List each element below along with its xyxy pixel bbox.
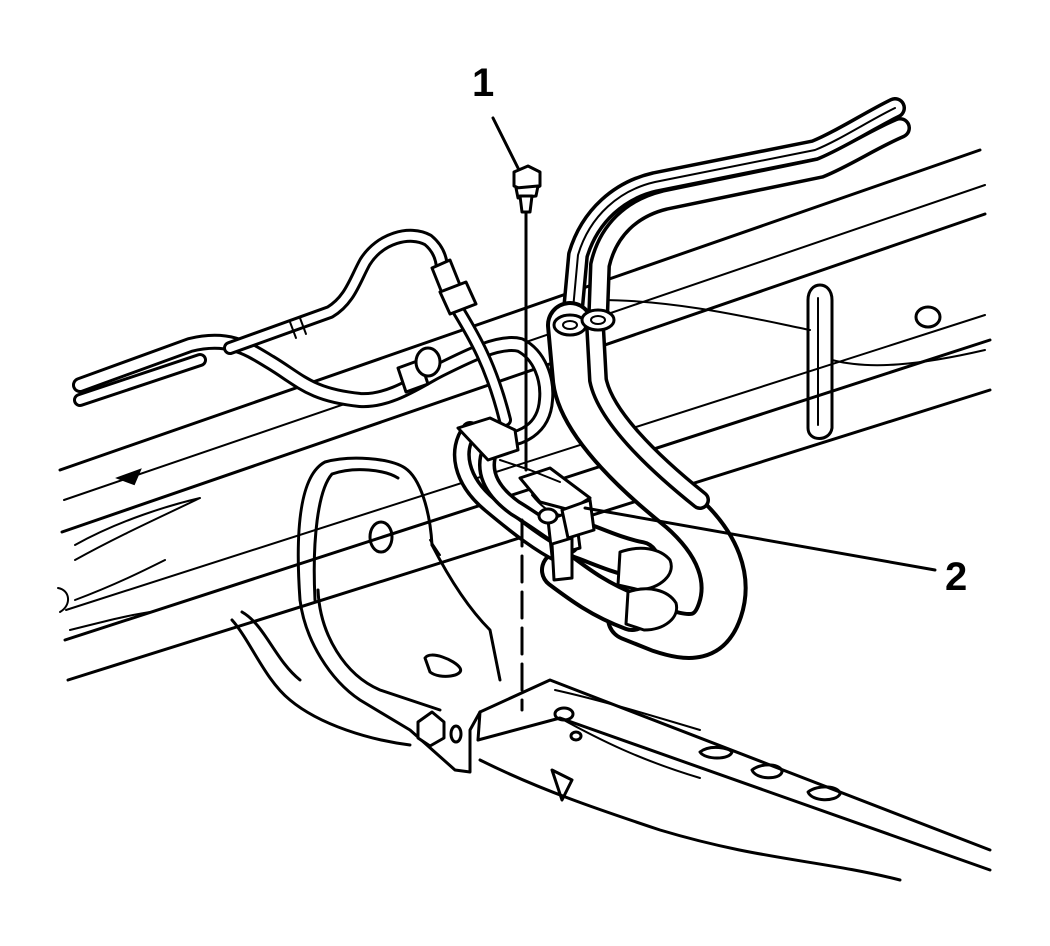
leader-line-1: [491, 116, 520, 170]
lower-crossmember: [476, 678, 992, 882]
frame-rail: [57, 148, 992, 682]
callout-1: 1: [472, 61, 494, 105]
brake-lines-left: [72, 228, 555, 448]
crossmember-bracket: [230, 456, 502, 774]
callout-2: 2: [945, 555, 967, 599]
leader-line-2: [583, 506, 937, 572]
bolt: [512, 164, 542, 472]
pipe-retainer-clip: [456, 416, 596, 582]
